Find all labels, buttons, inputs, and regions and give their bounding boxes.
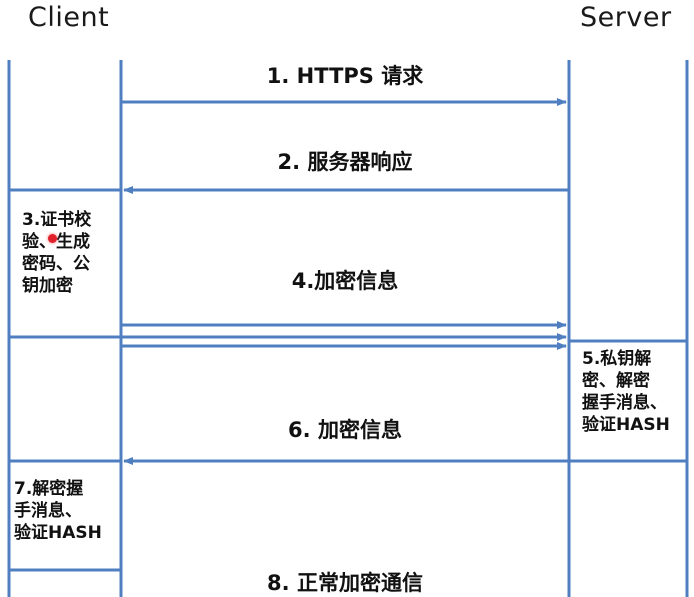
message-4-label: 4.加密信息: [291, 269, 399, 293]
note-5-line: 验证HASH: [582, 415, 670, 435]
note-3-line: 验、生成: [22, 232, 90, 252]
message-8-label: 8. 正常加密通信: [267, 571, 423, 595]
note-7-line: 7.解密握: [14, 479, 84, 499]
note-3-line: 密码、公: [22, 254, 90, 274]
note-5-line: 握手消息、: [582, 393, 667, 413]
note-5-line: 5.私钥解: [582, 349, 652, 369]
note-3-line: 钥加密: [22, 276, 73, 296]
message-6-label: 6. 加密信息: [288, 418, 402, 442]
note-7: 7.解密握 手消息、 验证HASH: [14, 478, 102, 544]
note-3-line: 3.证书校: [22, 210, 92, 230]
note-5: 5.私钥解 密、解密 握手消息、 验证HASH: [582, 348, 692, 436]
client-lane-title: Client: [28, 2, 110, 33]
server-lane-title: Server: [580, 2, 672, 33]
note-7-line: 手消息、: [14, 501, 82, 521]
pointer-cursor-icon: [48, 234, 57, 243]
note-3: 3.证书校 验、生成 密码、公 钥加密: [22, 209, 91, 297]
note-7-line: 验证HASH: [14, 523, 102, 543]
note-5-line: 密、解密: [582, 371, 650, 391]
message-1-label: 1. HTTPS 请求: [266, 64, 424, 88]
message-2-label: 2. 服务器响应: [277, 150, 413, 174]
